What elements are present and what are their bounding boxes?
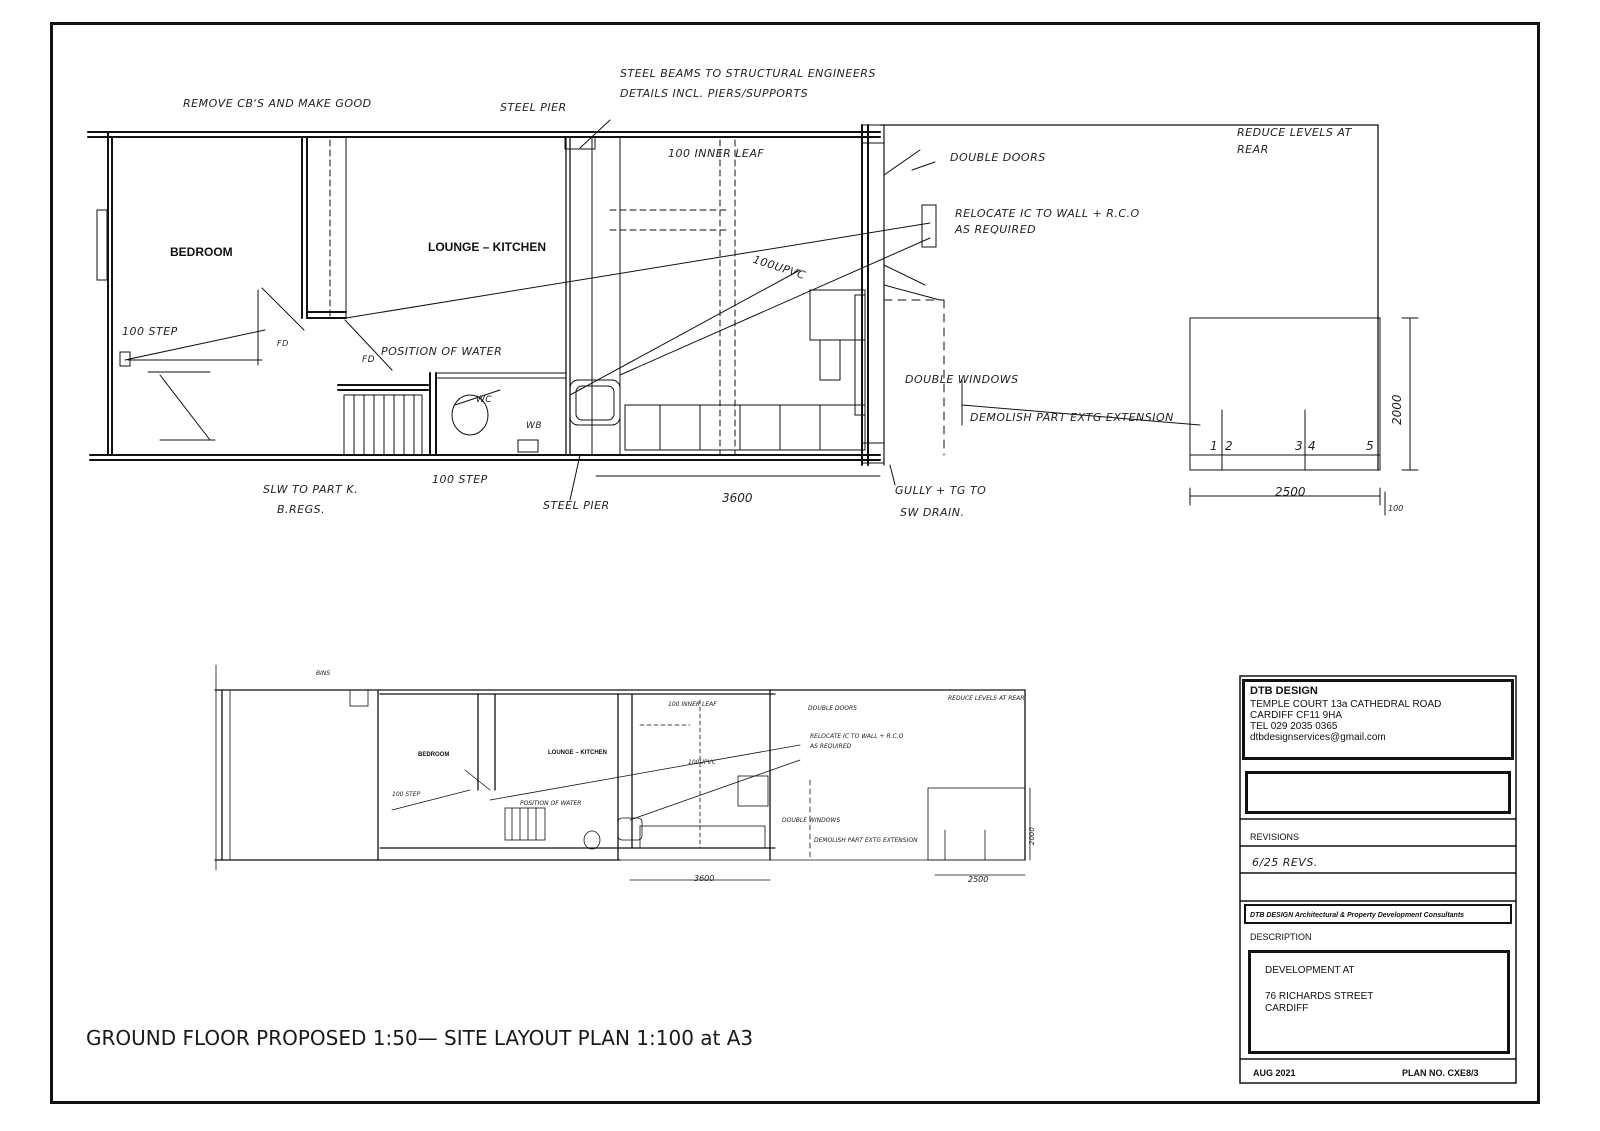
note-remove-cbs: REMOVE CB'S AND MAKE GOOD <box>183 97 372 110</box>
consultants-banner: DTB DESIGN Architectural & Property Deve… <box>1244 904 1512 924</box>
note-steel-beams-line2: DETAILS INCL. PIERS/SUPPORTS <box>620 87 809 100</box>
dimension-100: 100 <box>1388 504 1404 513</box>
small-note-reduce-levels: REDUCE LEVELS AT REAR <box>948 695 1025 702</box>
company-name: DTB DESIGN <box>1250 685 1318 697</box>
small-note-downpipe: 100UPVC <box>688 759 716 766</box>
shed-mark-3: 3 <box>1295 439 1303 453</box>
small-dimension-2000: 2000 <box>1028 827 1036 845</box>
small-note-double-doors: DOUBLE DOORS <box>808 705 857 712</box>
small-note-as-required: AS REQUIRED <box>810 743 852 750</box>
note-slw-to-part-k: SLW TO PART K. <box>263 483 359 496</box>
shed-mark-1: 1 <box>1210 439 1218 453</box>
large-plan-walls <box>87 124 1379 466</box>
small-note-bins: BINS <box>316 670 331 677</box>
description-line1: DEVELOPMENT AT <box>1265 965 1355 976</box>
note-gully-line1: GULLY + TG TO <box>895 484 987 497</box>
shed-mark-4: 4 <box>1308 439 1316 453</box>
small-note-step: 100 STEP <box>392 791 421 798</box>
company-email: dtbdesignservices@gmail.com <box>1250 732 1386 743</box>
note-gully-line2: SW DRAIN. <box>900 506 965 519</box>
note-step-bottom: 100 STEP <box>432 473 488 486</box>
shed-mark-2: 2 <box>1225 439 1233 453</box>
revision-entry: 6/25 REVS. <box>1252 856 1318 869</box>
note-wc: WC <box>476 395 493 405</box>
note-relocate-ic-line2: AS REQUIRED <box>955 223 1037 236</box>
note-steel-pier-top: STEEL PIER <box>500 101 567 114</box>
title-block-empty-panel <box>1245 771 1511 814</box>
shed-mark-5: 5 <box>1366 439 1374 453</box>
title-block-frame <box>1239 675 1517 1084</box>
description-label: DESCRIPTION <box>1250 932 1312 942</box>
note-fd-1: FD <box>277 339 289 348</box>
note-step-left: 100 STEP <box>122 325 178 338</box>
dimension-2000: 2000 <box>1390 394 1404 425</box>
note-fd-2: FD <box>362 355 376 365</box>
small-plan-walls <box>214 689 1026 861</box>
drawing-sheet-border <box>50 22 1540 1104</box>
small-dimension-3600: 3600 <box>694 874 715 883</box>
drawing-title: GROUND FLOOR PROPOSED 1:50— SITE LAYOUT … <box>86 1026 754 1050</box>
dimension-2500: 2500 <box>1275 485 1306 499</box>
drawing-date: AUG 2021 <box>1253 1068 1296 1078</box>
small-note-relocate-ic: RELOCATE IC TO WALL + R.C.O <box>810 733 904 740</box>
note-b-regs: B.REGS. <box>277 503 326 516</box>
small-plan-detail-lines <box>215 664 1031 881</box>
small-note-inner-leaf: 100 INNER LEAF <box>668 701 717 708</box>
room-label-bedroom: BEDROOM <box>170 245 233 259</box>
consultants-text: DTB DESIGN Architectural & Property Deve… <box>1250 912 1465 919</box>
note-reduce-levels-line1: REDUCE LEVELS AT <box>1237 126 1352 139</box>
description-line2: 76 RICHARDS STREET <box>1265 991 1374 1002</box>
plan-number: PLAN NO. CXE8/3 <box>1402 1068 1479 1078</box>
note-steel-beams-line1: STEEL BEAMS TO STRUCTURAL ENGINEERS <box>620 67 876 80</box>
dimension-3600: 3600 <box>722 491 753 505</box>
small-note-position-of-water: POSITION OF WATER <box>520 800 582 807</box>
small-note-demolish: DEMOLISH PART EXTG EXTENSION <box>814 837 918 844</box>
small-room-bedroom: BEDROOM <box>418 752 450 758</box>
company-address-line2: CARDIFF CF11 9HA <box>1250 710 1343 721</box>
note-demolish-extension: DEMOLISH PART EXTG EXTENSION <box>970 411 1174 424</box>
company-address-line1: TEMPLE COURT 13a CATHEDRAL ROAD <box>1250 699 1442 710</box>
title-block-company-panel: DTB DESIGN TEMPLE COURT 13a CATHEDRAL RO… <box>1242 679 1514 760</box>
company-telephone: TEL 029 2035 0365 <box>1250 721 1338 732</box>
note-inner-leaf: 100 INNER LEAF <box>668 147 765 160</box>
note-position-of-water: POSITION OF WATER <box>381 345 503 358</box>
note-relocate-ic-line1: RELOCATE IC TO WALL + R.C.O <box>955 207 1140 220</box>
small-dimension-2500: 2500 <box>968 875 989 884</box>
note-steel-pier-bottom: STEEL PIER <box>543 499 610 512</box>
description-line3: CARDIFF <box>1265 1003 1309 1014</box>
note-double-doors: DOUBLE DOORS <box>950 151 1046 164</box>
note-reduce-levels-line2: REAR <box>1237 143 1269 156</box>
large-plan-detail-lines <box>96 119 1419 516</box>
room-label-lounge-kitchen: LOUNGE – KITCHEN <box>428 240 547 254</box>
small-room-lounge-kitchen: LOUNGE – KITCHEN <box>548 750 608 756</box>
small-note-double-windows: DOUBLE WINDOWS <box>782 817 841 824</box>
note-wb: WB <box>526 421 543 431</box>
revisions-label: REVISIONS <box>1250 832 1300 842</box>
note-double-windows: DOUBLE WINDOWS <box>905 373 1019 386</box>
description-panel: DEVELOPMENT AT 76 RICHARDS STREET CARDIF… <box>1248 950 1510 1054</box>
